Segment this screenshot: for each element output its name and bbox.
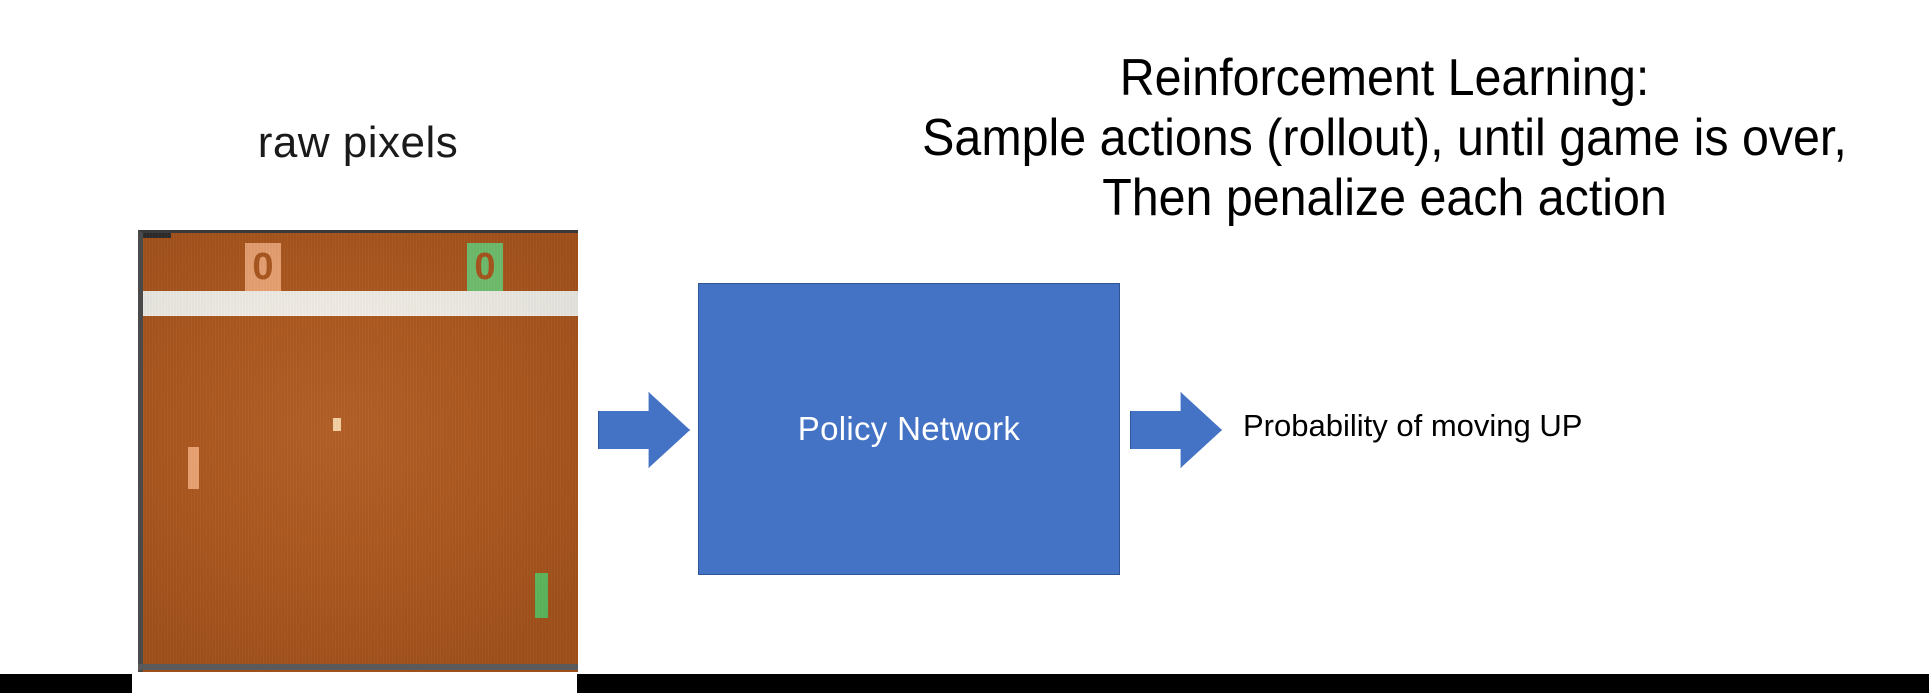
arrow-right-icon-output — [1130, 392, 1222, 468]
arrow-right-icon-input — [598, 392, 690, 468]
output-probability-label: Probability of moving UP — [1243, 408, 1583, 443]
pong-score-left: 0 — [245, 243, 281, 291]
bottom-letterbox-bar-left — [0, 674, 132, 693]
heading-line-2: Sample actions (rollout), until game is … — [922, 109, 1847, 167]
pong-paddle-left — [188, 447, 199, 489]
bottom-letterbox-bar-right — [577, 674, 1929, 693]
raw-pixels-caption: raw pixels — [257, 118, 459, 167]
pong-paddle-right — [535, 573, 548, 618]
pong-game-screenshot: 0 0 — [138, 230, 578, 672]
pong-bottom-bezel — [138, 664, 578, 670]
pong-score-right: 0 — [467, 243, 503, 291]
pong-corner-mark — [143, 233, 171, 238]
pong-divider-band — [143, 291, 578, 315]
heading-line-1: Reinforcement Learning: — [1119, 49, 1650, 107]
policy-network-box: Policy Network — [698, 283, 1120, 575]
heading-line-3: Then penalize each action — [1102, 169, 1667, 227]
policy-network-label: Policy Network — [797, 410, 1021, 447]
reinforcement-learning-heading: Reinforcement Learning: Sample actions (… — [878, 48, 1891, 228]
pong-ball — [333, 418, 341, 431]
